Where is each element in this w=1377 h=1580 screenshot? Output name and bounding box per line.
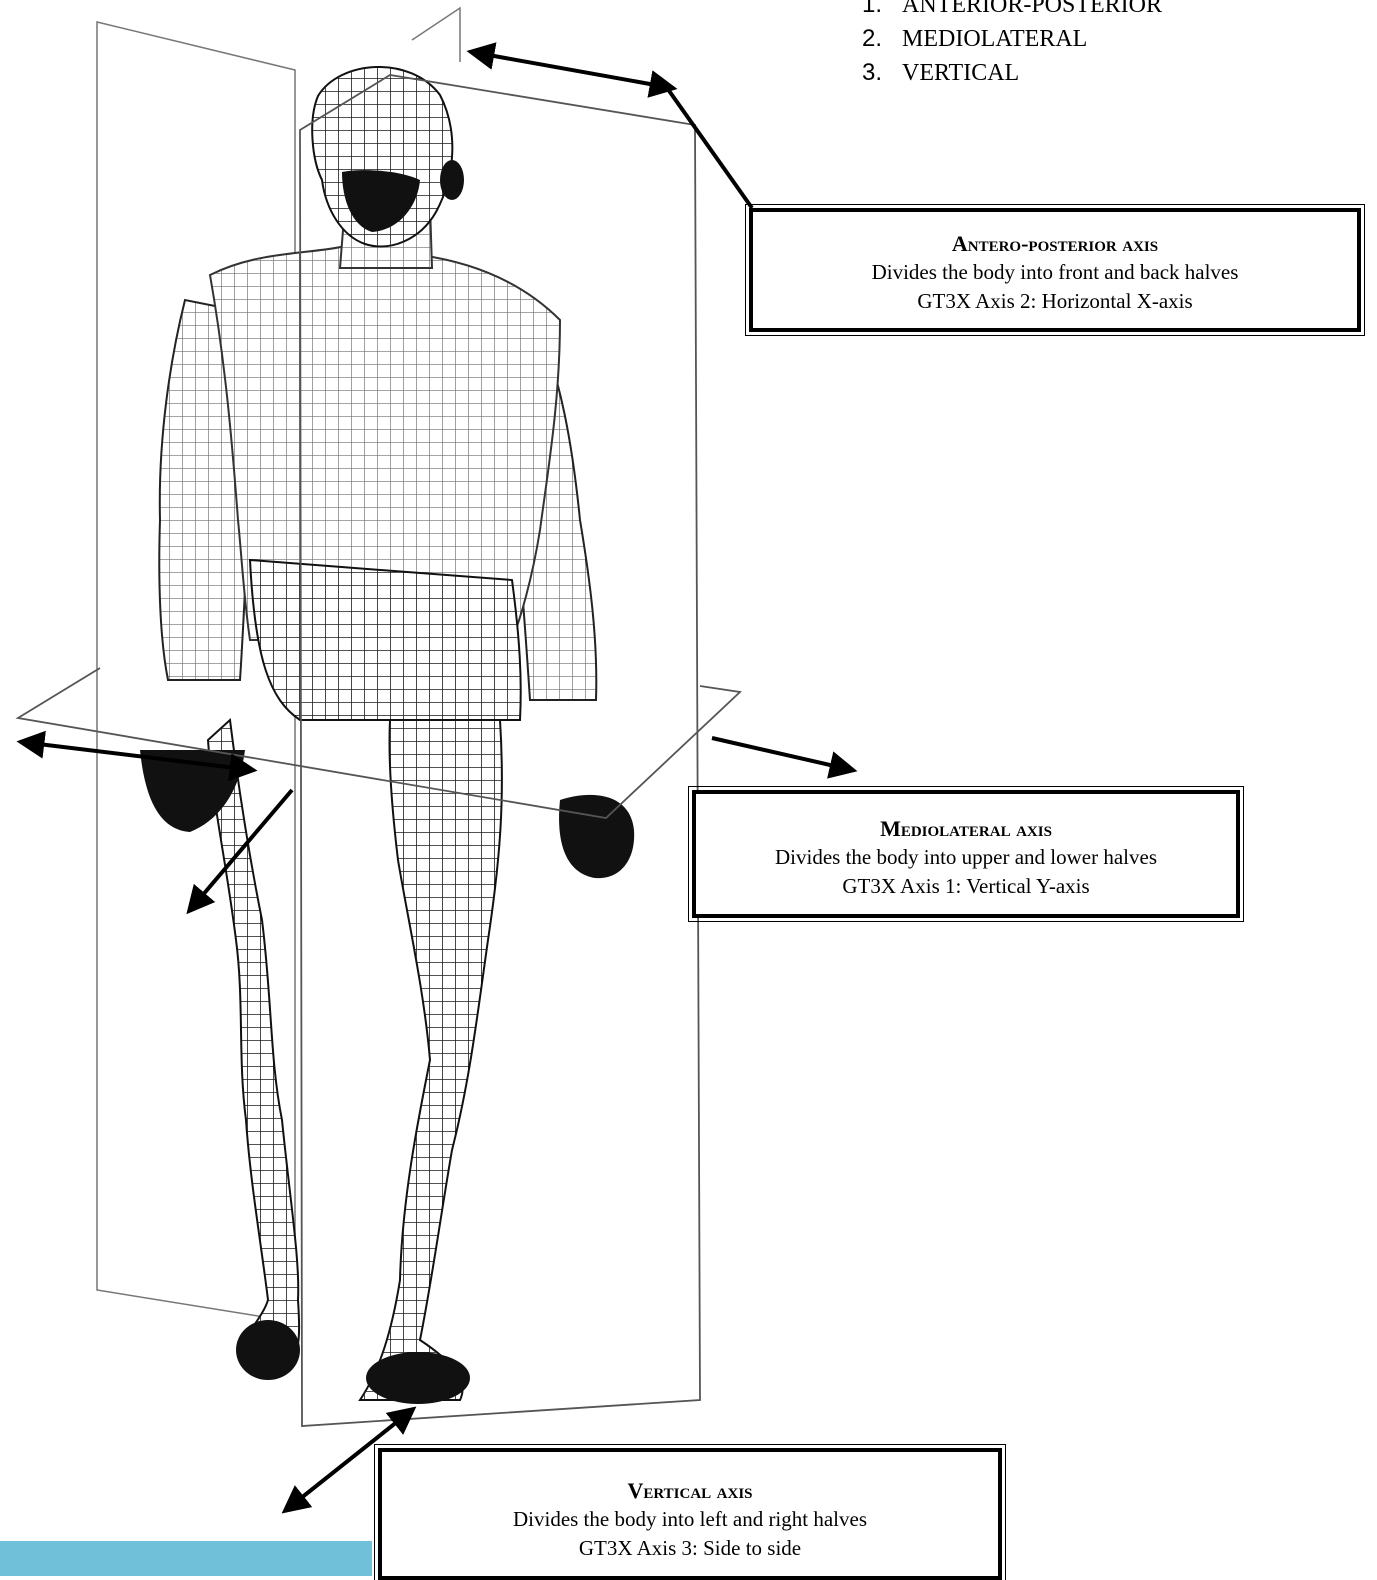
vertical-gt3x-axis: GT3X Axis 3: Side to side (382, 1534, 998, 1563)
axis-list-item: 1.ANTERIOR-POSTERIOR (862, 0, 1162, 22)
axis-list: 1.ANTERIOR-POSTERIOR 2.MEDIOLATERAL 3.VE… (862, 0, 1162, 90)
right-hand (559, 795, 634, 878)
pelvis (250, 560, 521, 720)
mediolateral-title: Mediolateral axis (696, 814, 1236, 843)
left-foot (236, 1320, 300, 1380)
ear (440, 160, 464, 200)
antero-posterior-axis-box: Antero-posterior axis Divides the body i… (749, 208, 1361, 332)
accent-band (0, 1541, 372, 1576)
left-leg (208, 720, 299, 1360)
axis-list-item: 3.VERTICAL (862, 56, 1162, 90)
antero-posterior-double-arrow (472, 52, 672, 88)
vertical-title: Vertical axis (382, 1476, 998, 1505)
vertical-axis-box: Vertical axis Divides the body into left… (378, 1448, 1002, 1580)
right-leg (360, 720, 502, 1400)
antero-posterior-leader-line (660, 78, 752, 208)
mediolateral-gt3x-axis: GT3X Axis 1: Vertical Y-axis (696, 872, 1236, 901)
axis-list-item: 2.MEDIOLATERAL (862, 22, 1162, 56)
right-foot (366, 1352, 470, 1404)
wireframe-body-figure (140, 67, 634, 1404)
antero-posterior-title: Antero-posterior axis (753, 229, 1357, 258)
vertical-description: Divides the body into left and right hal… (382, 1505, 998, 1534)
antero-posterior-gt3x-axis: GT3X Axis 2: Horizontal X-axis (753, 287, 1357, 316)
mediolateral-description: Divides the body into upper and lower ha… (696, 843, 1236, 872)
antero-posterior-description: Divides the body into front and back hal… (753, 258, 1357, 287)
mediolateral-axis-box: Mediolateral axis Divides the body into … (692, 790, 1240, 918)
mediolateral-arrow-right (712, 738, 852, 770)
sagittal-plane-top (412, 8, 460, 62)
